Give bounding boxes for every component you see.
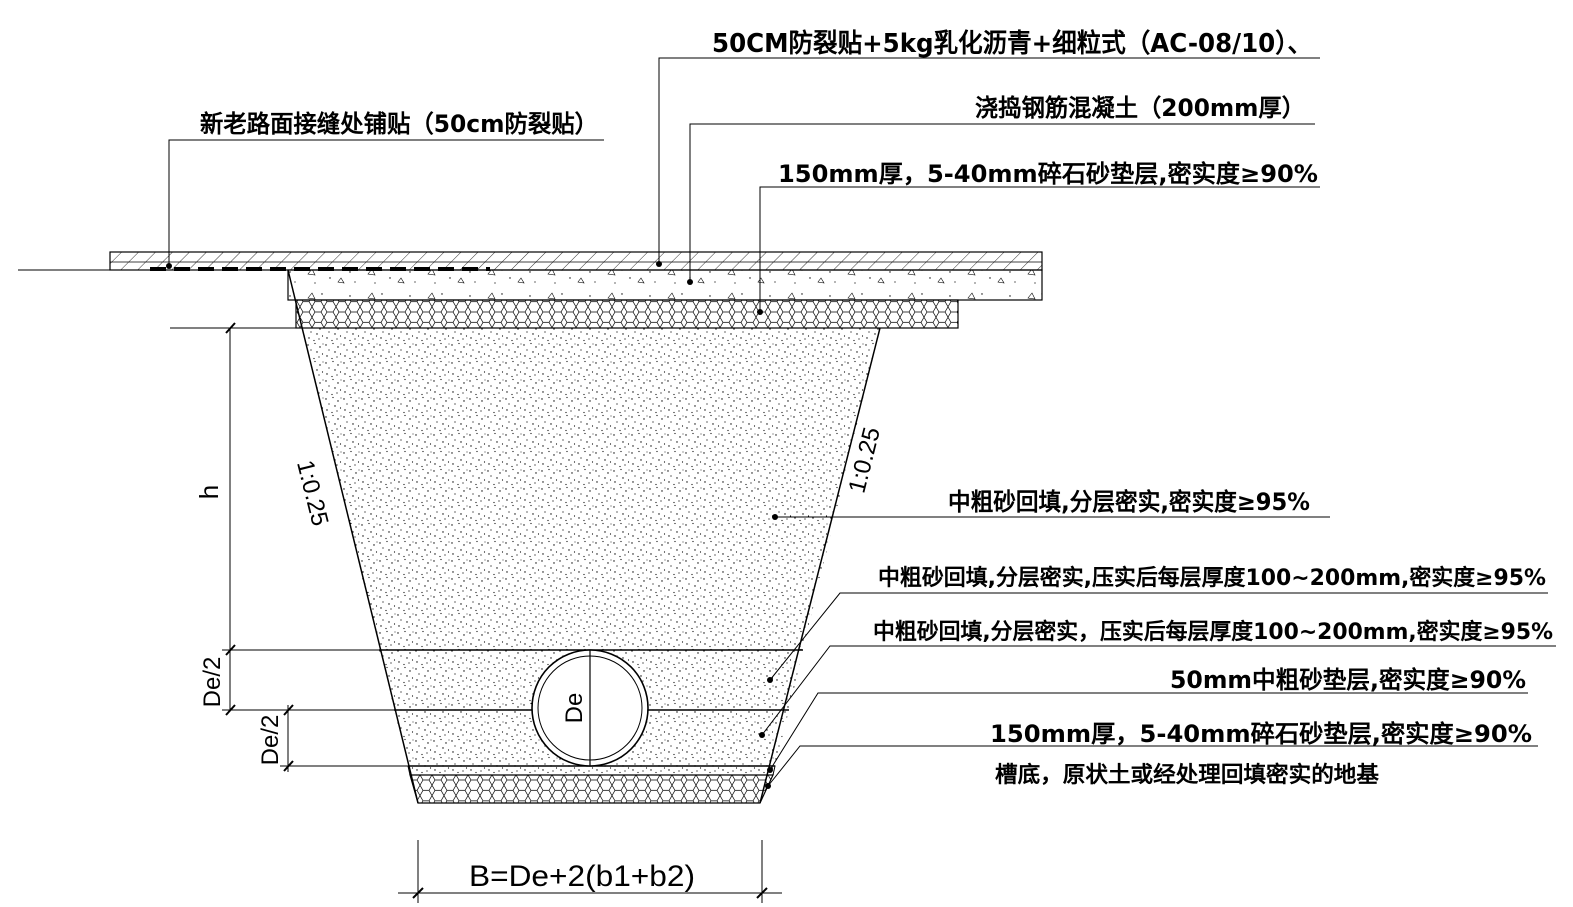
label-joint: 新老路面接缝处铺贴（50cm防裂贴） [200,110,598,138]
label-trench-bottom: 槽底，原状土或经处理回填密实的地基 [995,762,1380,788]
trench-side-right [759,327,881,804]
label-concrete: 浇捣钢筋混凝土（200mm厚） [975,94,1305,122]
label-backfill-layer2: 中粗砂回填,分层密实，压实后每层厚度100~200mm,密实度≥95% [873,619,1553,645]
leader-lines [168,57,1556,787]
dimension-de-half [280,704,408,772]
trench-side-left [287,269,419,804]
sand-cushion-layer [407,765,776,776]
label-sand-cushion: 50mm中粗砂垫层,密实度≥90% [1170,666,1526,694]
leader-dots [166,261,778,789]
gravel-base-layer [295,299,959,329]
label-top-surface: 50CM防裂贴+5kg乳化沥青+细粒式（AC-08/10）、 [712,28,1312,59]
dim-text-de-half-1: De/2 [199,657,226,708]
pipe [531,649,649,767]
label-bottom-gravel: 150mm厚，5-40mm碎石砂垫层,密实度≥90% [990,720,1532,748]
dim-text-de-half-2: De/2 [257,715,284,766]
dimension-width [398,840,782,903]
label-backfill-layer1: 中粗砂回填,分层密实,压实后每层厚度100~200mm,密实度≥95% [878,565,1546,591]
bottom-gravel-layer [409,774,774,804]
dimension-h [170,322,394,716]
concrete-slab [287,269,1043,301]
dim-text-pipe-de: De [561,693,588,724]
sand-backfill-main [303,328,880,650]
dim-text-h: h [194,485,224,499]
dim-text-slope-left: 1:0.25 [291,458,333,529]
label-base-gravel: 150mm厚，5-40mm碎石砂垫层,密实度≥90% [778,160,1318,188]
label-backfill-main: 中粗砂回填,分层密实,密实度≥95% [948,488,1310,516]
dim-text-width: B=De+2(b1+b2) [469,860,695,893]
